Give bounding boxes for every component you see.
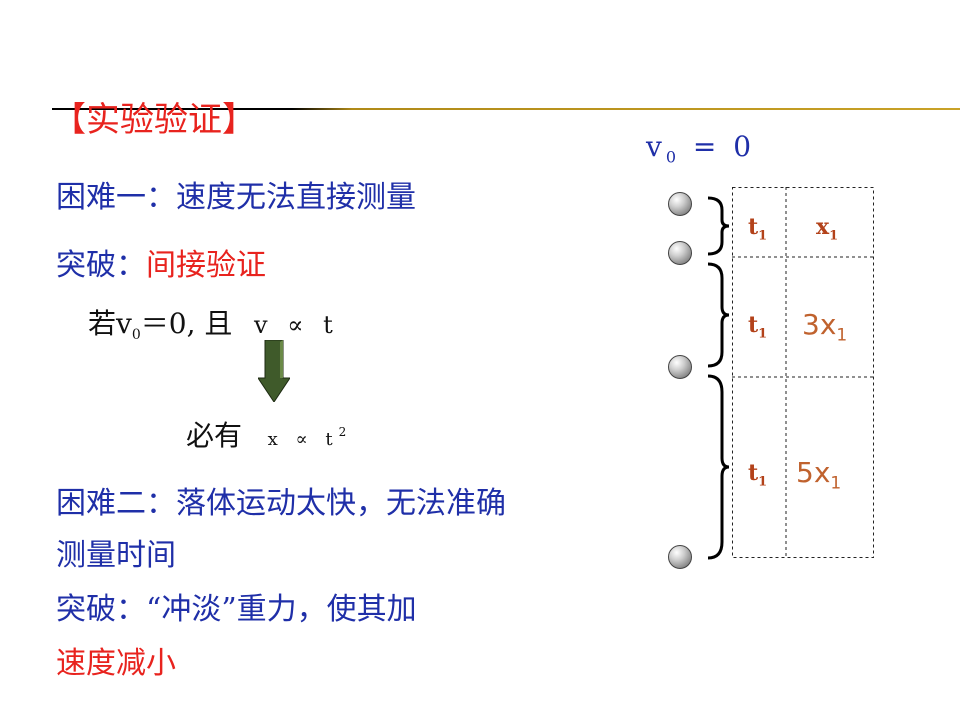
ball-position-1 — [668, 192, 692, 216]
v0-sub: 0 — [665, 147, 681, 167]
conclusion-formula: 必有 x ∝ t2 — [186, 414, 346, 454]
row2-time: t1 — [748, 312, 768, 342]
brace-icon-row1 — [707, 196, 730, 256]
ball-position-4 — [668, 545, 692, 569]
condition-formula: 若v0＝0, 且 v ∝ t — [88, 302, 339, 343]
breakthrough-one-body: 间接验证 — [146, 248, 266, 283]
title-underline — [52, 108, 960, 110]
difficulty-one: 困难一：速度无法直接测量 — [56, 180, 416, 215]
conclusion-exponent: 2 — [338, 425, 347, 439]
ball-position-2 — [668, 241, 692, 265]
down-arrow-icon — [258, 340, 290, 402]
condition-relation: v ∝ t — [254, 311, 339, 339]
row1-time: t1 — [748, 214, 768, 244]
conclusion-relation: x ∝ t — [267, 429, 339, 450]
breakthrough-two-prefix: 突破： — [56, 592, 146, 627]
condition-mid: ＝0, 且 — [140, 307, 233, 340]
row1-distance: x1 — [816, 214, 839, 244]
row3-distance: 5x1 — [796, 456, 842, 494]
v0-eq: = 0 — [680, 130, 756, 163]
condition-sub: 0 — [131, 326, 141, 343]
ball-position-3 — [668, 355, 692, 379]
difficulty-two-line1: 困难二：落体运动太快，无法准确 — [56, 486, 506, 521]
measurement-grid — [732, 187, 874, 558]
conclusion-prefix: 必有 — [186, 419, 243, 452]
initial-velocity-label: v0 = 0 — [646, 130, 755, 167]
row3-time: t1 — [748, 460, 768, 490]
slide-title: 【实验验证】 — [52, 100, 256, 140]
breakthrough-one: 突破：间接验证 — [56, 240, 266, 284]
condition-prefix: 若v — [88, 307, 132, 340]
brace-icon-row2 — [707, 262, 730, 368]
difficulty-two-line2: 测量时间 — [56, 538, 176, 573]
breakthrough-two-line2: 速度减小 — [56, 646, 176, 681]
breakthrough-two-body: “冲淡”重力，使其加 — [146, 592, 417, 627]
breakthrough-two-line1: 突破：“冲淡”重力，使其加 — [56, 584, 417, 628]
brace-icon-row3 — [707, 374, 730, 560]
breakthrough-one-prefix: 突破： — [56, 248, 146, 283]
row2-distance: 3x1 — [802, 308, 848, 346]
v0-symbol: v — [646, 130, 666, 163]
